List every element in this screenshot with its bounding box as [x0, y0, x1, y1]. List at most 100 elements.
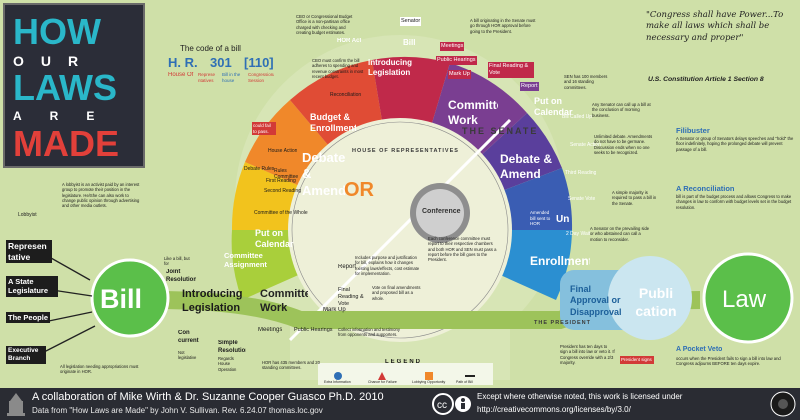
house-report-text: Includes purpose and justification for b…: [355, 255, 420, 276]
senate-committees-note: SEN has 100 members and 16 standing comm…: [564, 74, 608, 90]
house-report: Report: [338, 264, 357, 270]
two-day-wait: 2 Day Wait: [566, 231, 591, 237]
budget-enrollment: Budget & Enrollment: [310, 112, 356, 134]
bill-code-session: [110]: [244, 55, 274, 70]
committee-whole: Committee of the Whole: [254, 210, 308, 216]
bill-code-prefix: H. R.: [168, 55, 198, 70]
senate-public-hearings: Public Hearings: [436, 56, 477, 65]
reconciliation-tag: Reconciliation: [330, 92, 362, 98]
house-committee-assignment: Committee Assignment: [224, 251, 267, 270]
simple-resolution: Simple Resolution: [218, 340, 246, 354]
conference-circle: [410, 183, 470, 243]
house-introducing-label: Introducing Legislation: [182, 288, 243, 314]
rules-committee: Rules Committee: [274, 168, 299, 181]
footer-license-url[interactable]: http://creativecommons.org/licenses/by/3…: [477, 405, 631, 414]
house-meetings: Meetings: [258, 327, 283, 333]
house-committee-work: Committee Work: [260, 288, 308, 314]
lobbyist-text: A lobbyist is an activist paid by an int…: [62, 182, 140, 208]
unlimited-debate: Unlimited debate. Amendments do not have…: [594, 134, 653, 155]
pocket-veto-text: occurs when the President fails to sign …: [676, 356, 781, 367]
pocket-veto-title: A Pocket Veto: [676, 346, 723, 353]
publication-label: Publi cation: [635, 285, 677, 319]
any-senator: Any Senator can call up a bill at the co…: [592, 102, 651, 118]
source-connectors: [43, 253, 96, 353]
senate-action: Senate Action: [570, 142, 601, 148]
house-debate-amend: Debate & Amend: [302, 150, 347, 198]
footer: A collaboration of Mike Wirth & Dr. Suza…: [0, 388, 800, 420]
source-executive: Executive Branch: [6, 346, 46, 365]
conference-text: Each conference committee must report to…: [428, 236, 497, 262]
bill-label: Bill: [100, 284, 143, 314]
president-arc-label: THE PRESIDENT: [534, 320, 592, 326]
bill-code-house-of: House Of: [168, 72, 194, 78]
footer-source: Data from "How Laws are Made" by John V.…: [32, 406, 323, 415]
senate-final-reading: Final Reading & Vote: [488, 62, 534, 78]
seal-icon: [770, 391, 796, 417]
conference-label: Conference: [422, 208, 461, 215]
filibuster-title: Filibuster: [676, 126, 710, 135]
hor-members-note: HOR has 435 members and 20 standing comm…: [262, 360, 320, 371]
hor-appropriations-note: All legislation needing appropriations m…: [60, 364, 139, 375]
bill-code-bill-in-house: Bill in the house: [222, 72, 241, 83]
legend-title: LEGEND: [385, 359, 423, 365]
constitution-quote: "Congress shall have Power...To make all…: [646, 10, 784, 43]
final-circles: [90, 252, 794, 344]
house-public-hearings: Public Hearings: [294, 327, 333, 333]
senate-put-on-calendar: Put on Calendar: [534, 96, 573, 118]
capitol-logo-icon: [7, 393, 25, 416]
simple-majority: A simple majority is required to pass a …: [612, 190, 657, 206]
debate-rules: Debate Rules: [244, 166, 275, 172]
cbo-text: CBO or Congressional Budget Office is a …: [296, 14, 353, 35]
president-signs: President signs: [620, 356, 654, 364]
joint-resolution: Joint Resolution: [166, 269, 196, 283]
bill-code-cong-session: Congressional Session: [248, 72, 274, 83]
source-representative: Represen tative: [6, 240, 52, 264]
final-approval-label: Final Approval or Disapproval: [570, 284, 622, 317]
senator-tag: Senator: [400, 17, 422, 26]
senate-bill-tag: Bill: [403, 38, 416, 47]
enrollment-label: Enrollment: [530, 254, 590, 268]
senate-meetings: Meetings: [440, 42, 465, 51]
senator-reconsider: A Senator on the prevailing side or who …: [590, 226, 650, 242]
first-reading: First Reading: [266, 178, 296, 184]
senate-mark-up: Mark Up: [448, 70, 471, 79]
source-people: The People: [6, 312, 50, 324]
reconciliation-title: A Reconciliation: [676, 184, 735, 193]
senate-report: Report: [520, 82, 539, 91]
cbo-note: CBO must confirm the bill adheres to spe…: [312, 58, 364, 79]
title-made: MADE: [13, 123, 119, 164]
lobbyist-label: Lobbyist: [18, 212, 37, 218]
title-are: ARE: [13, 109, 123, 123]
legend-item-failure: Chance for Failure: [368, 380, 397, 384]
bill-code-number: 301: [210, 55, 232, 70]
title-panel: HOW OUR LAWS ARE MADE: [3, 3, 145, 168]
house-fail-pass: could fail to pass.: [252, 122, 276, 136]
hor-act-tag: HOR Act: [337, 38, 362, 44]
regards-house: Regards House Operation: [218, 356, 237, 372]
senate-debate-amend: Debate & Amend: [500, 152, 553, 181]
con-current: Con current: [178, 330, 199, 344]
second-reading: Second Reading: [264, 188, 301, 194]
svg-text:cc: cc: [437, 400, 447, 411]
senate-vote: Senate Vote: [568, 196, 596, 202]
bill-code-reps: Represe ntatives: [198, 72, 216, 83]
legend-item-lobby: Lobbying Opportunity: [412, 380, 446, 384]
senate-committee-work: Committee Work: [448, 98, 498, 127]
legend-item-info: Extra Information: [324, 380, 351, 384]
house-feedback: Collect information and testimony from o…: [338, 327, 400, 338]
third-reading: Third Reading: [565, 170, 597, 176]
footer-credit: A collaboration of Mike Wirth & Dr. Suza…: [32, 391, 384, 403]
not-legislative: Not legislative: [178, 350, 197, 361]
senate-bill-text: A bill originating in the Senate must go…: [470, 18, 536, 34]
bill-code-heading: The code of a bill: [180, 44, 241, 53]
law-label: Law: [722, 286, 767, 313]
house-action: House Action: [268, 148, 298, 154]
cc-license-icon: cc: [432, 393, 471, 415]
reconciliation-text: bill is part of the budget process and a…: [676, 194, 792, 210]
source-state: A State Legislature: [6, 276, 58, 297]
president-text: President has ten days to sign a bill in…: [560, 344, 615, 365]
house-markup: Mark Up: [323, 307, 346, 313]
bill-called-up: Bill Called Up: [562, 114, 593, 120]
or-label: OR: [344, 179, 374, 201]
